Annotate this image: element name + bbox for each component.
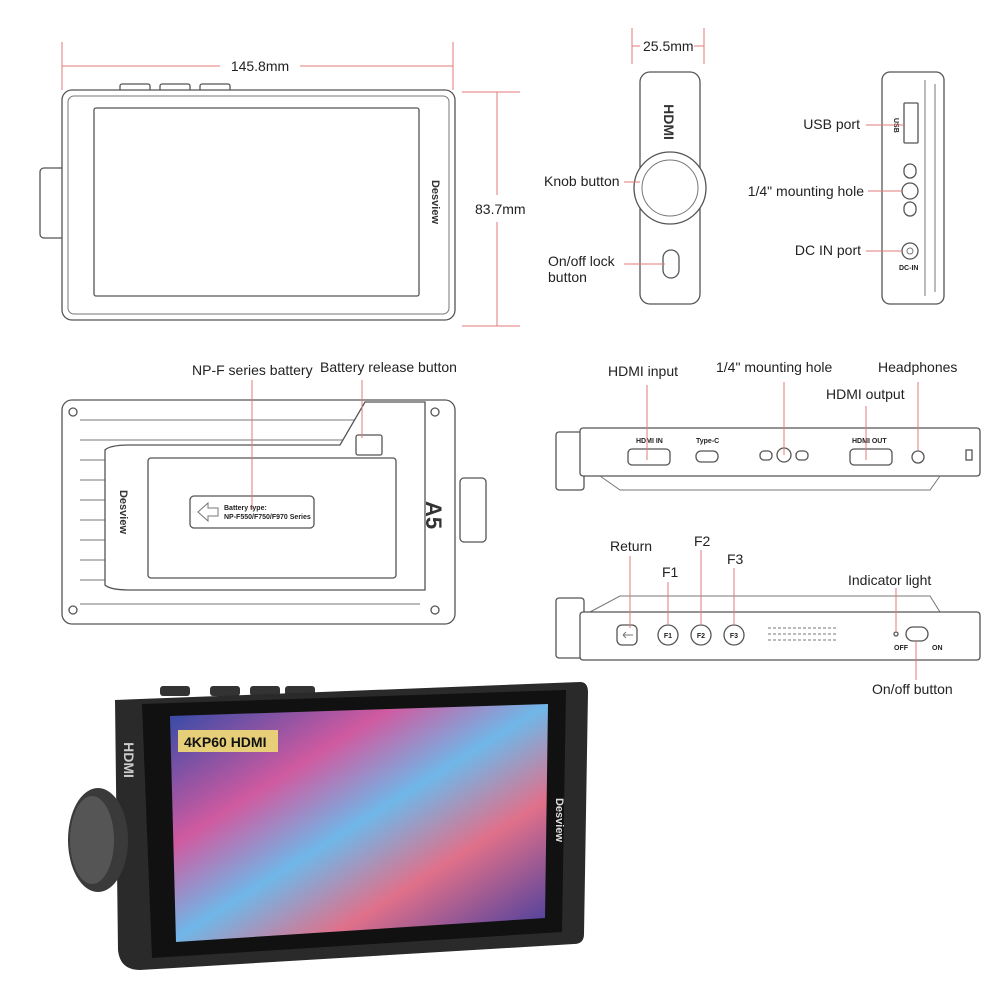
on-tag: ON [932,645,943,652]
battery-label: NP-F series battery [192,362,313,378]
headphones-label: Headphones [878,359,957,375]
mount-hole-icon [901,182,919,200]
battery-release-label: Battery release button [320,359,457,375]
side-view-knob: 25.5mm HDMI Knob button On/off lock butt… [544,28,707,305]
usb-port-icon [903,102,919,144]
hdmi-output-label: HDMI output [826,386,905,402]
knob-icon [633,151,707,225]
battery-series-label: NP-F550/F750/F970 Series [224,514,311,521]
usb-port-label: USB port [803,116,860,132]
brand-logo: Desview [429,180,441,224]
bottom-view: F1 F2 F3 OFF ON Return F1 F2 F3 Indicato… [555,533,981,697]
f3-label: F3 [727,551,744,567]
typec-port-icon [695,450,719,463]
headphone-jack-icon [911,450,925,464]
dc-port-label: DC IN port [795,242,861,258]
power-switch-icon [905,626,929,642]
brand-logo-back: Desview [117,490,129,534]
return-label: Return [610,538,652,554]
height-dimension: 83.7mm [475,201,526,217]
width-dimension: 145.8mm [231,58,289,74]
dc-port-icon [901,242,919,260]
screen [93,107,420,297]
photo-hdmi-logo: HDMI [121,742,137,778]
f3-button-text: F3 [730,633,738,640]
f1-button-text: F1 [664,633,672,640]
hdmi-in-port-icon [627,448,671,466]
indicator-light-label: Indicator light [848,572,931,588]
lock-switch-icon [662,249,680,279]
mount-hole-top-label: 1/4" mounting hole [716,359,832,375]
knob-button-label: Knob button [544,173,620,189]
hdmi-in-tag: HDMI IN [636,438,663,445]
back-view: NP-F series battery Battery release butt… [61,359,487,625]
side-view-ports: USB DC-IN USB port 1/4" mounting hole DC… [748,71,945,305]
mount-hole-label: 1/4" mounting hole [748,183,864,199]
typec-tag: Type-C [696,438,719,445]
hdmi-out-port-icon [849,448,893,466]
product-photo: 4KP60 HDMI HDMI Desview [68,682,588,970]
battery-type-label: Battery type: [224,505,267,512]
dc-tag: DC-IN [899,265,918,272]
lock-button-label-1: On/off lock [548,253,616,269]
f1-label: F1 [662,564,679,580]
model-logo: A5 [421,501,446,529]
f2-button-text: F2 [697,633,705,640]
hdmi-logo: HDMI [661,104,677,140]
hdmi-out-tag: HDMI OUT [852,438,887,445]
indicator-light-icon [893,631,899,637]
photo-brand-logo: Desview [553,798,565,842]
top-view: HDMI IN Type-C HDMI OUT HDMI input 1/4" … [555,359,981,491]
hdmi-input-label: HDMI input [608,363,678,379]
depth-dimension: 25.5mm [643,38,694,54]
badge [178,730,278,752]
lock-button-label-2: button [548,269,587,285]
front-view: 145.8mm 83.7mm Desview [39,42,526,327]
badge-text: 4KP60 HDMI [184,734,266,750]
screen-image [170,704,548,942]
f2-label: F2 [694,533,711,549]
release-button-icon [355,434,383,456]
off-tag: OFF [894,645,909,652]
onoff-button-label: On/off button [872,681,953,697]
